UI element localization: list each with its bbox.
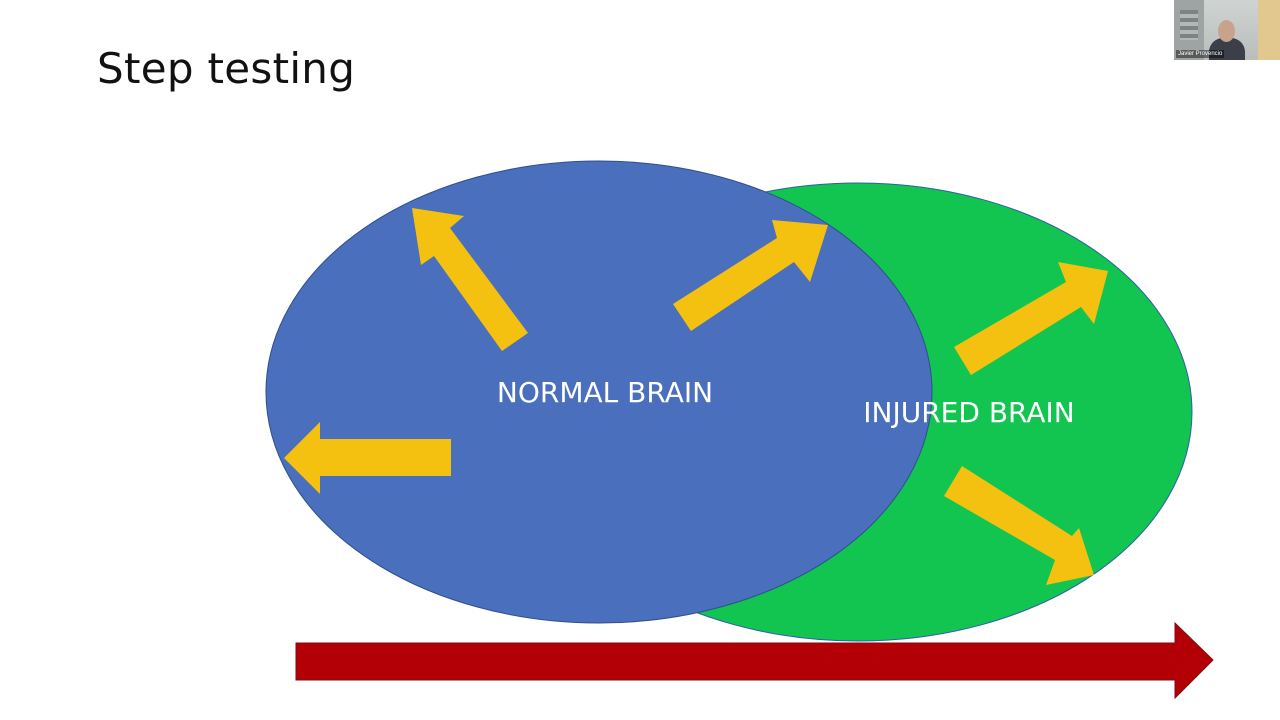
participant-head — [1218, 20, 1235, 42]
arrow-down-right — [944, 466, 1094, 585]
participant-torso — [1209, 38, 1245, 60]
arrow-up-right-2 — [954, 262, 1108, 375]
video-participant-thumbnail[interactable]: Javier Provencio — [1174, 0, 1280, 60]
injured-brain-label: INJURED BRAIN — [863, 396, 1074, 429]
normal-brain-label: NORMAL BRAIN — [497, 376, 713, 409]
arrow-left — [284, 422, 451, 494]
timeline-arrow — [295, 621, 1214, 700]
arrow-up-left — [412, 208, 528, 351]
arrow-up-right-1 — [673, 220, 828, 331]
background-shelf — [1180, 10, 1198, 40]
slide-title: Step testing — [97, 44, 356, 93]
background-window — [1258, 0, 1280, 60]
participant-name-tag: Javier Provencio — [1176, 50, 1225, 58]
